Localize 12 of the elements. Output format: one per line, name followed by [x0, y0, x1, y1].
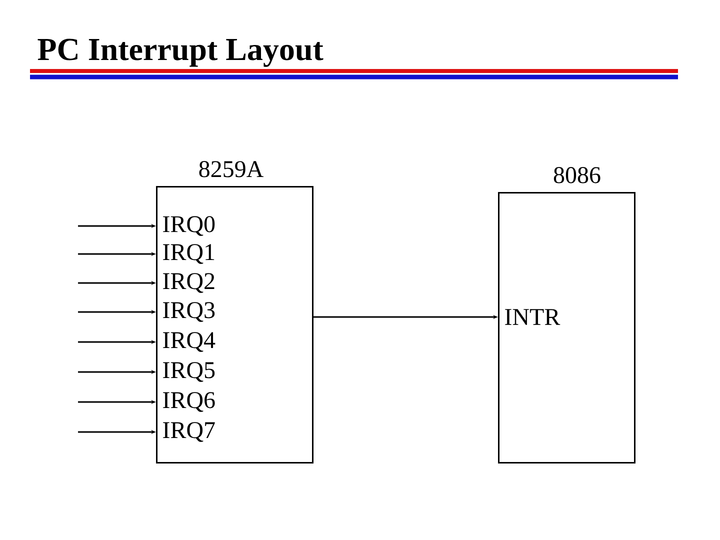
pin-label: IRQ6 [163, 392, 215, 412]
pin-label: IRQ1 [163, 244, 214, 264]
chip-label: 8259A [199, 161, 264, 178]
title: PC Interrupt Layout [38, 38, 324, 67]
chip-label: 8086 [554, 167, 600, 184]
pin-label: IRQ4 [163, 332, 216, 352]
pin-label: IRQ0 [163, 216, 215, 236]
pin-label: INTR [505, 309, 560, 325]
pin-label: IRQ7 [163, 422, 215, 442]
pin-label: IRQ2 [163, 273, 214, 293]
pin-label: IRQ5 [163, 362, 215, 382]
pin-label: IRQ3 [163, 302, 215, 322]
